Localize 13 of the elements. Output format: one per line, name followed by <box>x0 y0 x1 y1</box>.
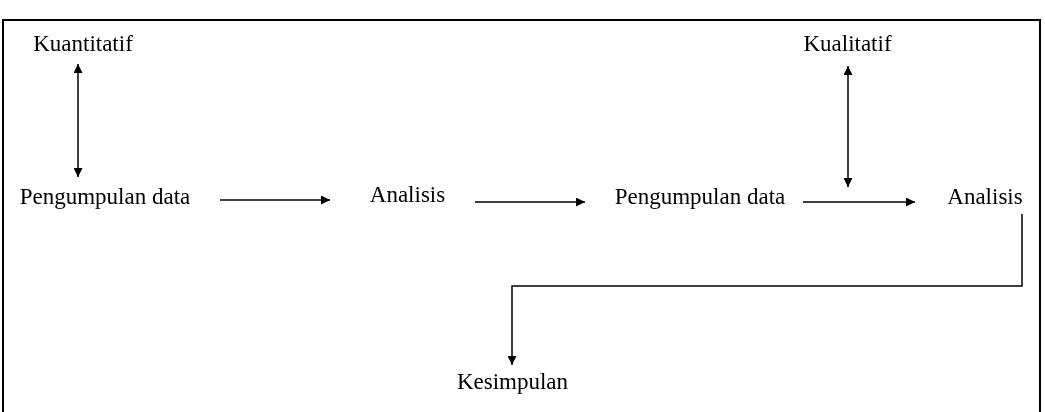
node-label: Analisis <box>345 181 470 209</box>
node-label: Analisis <box>930 183 1040 211</box>
arrow <box>219 195 331 205</box>
node-label: Kuantitatif <box>8 30 158 58</box>
node-label: Kualitatif <box>785 30 910 58</box>
arrow <box>73 63 83 178</box>
node-label: Pengumpulan data <box>5 183 205 211</box>
arrow <box>474 197 586 207</box>
arrow <box>802 197 916 207</box>
arrow <box>507 213 1023 366</box>
node-label: Pengumpulan data <box>600 183 800 211</box>
arrow <box>843 65 853 188</box>
node-label: Kesimpulan <box>430 368 595 396</box>
